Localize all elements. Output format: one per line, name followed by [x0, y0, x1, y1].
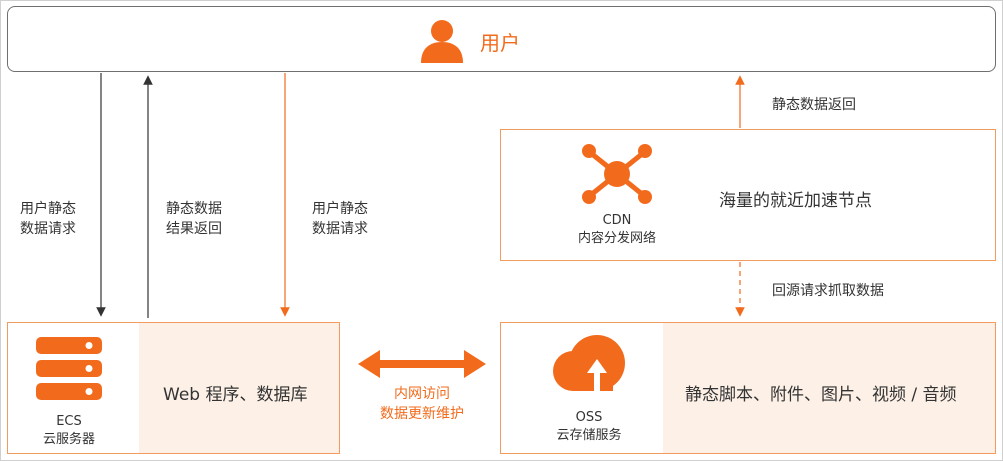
ecs-caption: ECS 云服务器 [8, 413, 130, 449]
person-icon [421, 20, 463, 63]
cdn-box: CDN 内容分发网络 海量的就近加速节点 [500, 129, 996, 261]
origin-fetch-label: 回源请求抓取数据 [772, 283, 884, 299]
oss-caption: OSS 云存储服务 [529, 409, 649, 445]
cdn-name: CDN [602, 213, 632, 228]
network-nodes-icon [582, 144, 652, 204]
ecs-subtitle: 云服务器 [42, 432, 95, 447]
ecs-description: Web 程序、数据库 [163, 385, 308, 405]
ecs-request-label: 用户静态 数据请求 [20, 201, 76, 237]
oss-panel [663, 323, 995, 453]
intranet-double-arrow [358, 350, 486, 378]
ecs-return-label: 静态数据 结果返回 [166, 201, 222, 237]
ecs-panel [139, 323, 339, 453]
server-stack-icon [36, 337, 102, 400]
oss-box: OSS 云存储服务 静态脚本、附件、图片、视频 / 音频 [500, 322, 996, 454]
intranet-label: 内网访问 数据更新维护 [380, 386, 464, 422]
cdn-description: 海量的就近加速节点 [719, 191, 872, 211]
oss-request-label: 用户静态 数据请求 [312, 201, 368, 237]
oss-subtitle: 云存储服务 [556, 428, 622, 443]
ecs-name: ECS [56, 414, 82, 429]
user-label: 用户 [480, 31, 520, 55]
oss-name: OSS [575, 410, 603, 425]
cdn-subtitle: 内容分发网络 [577, 231, 656, 246]
user-panel: 用户 [7, 6, 996, 72]
oss-description: 静态脚本、附件、图片、视频 / 音频 [685, 385, 957, 405]
cdn-return-label: 静态数据返回 [772, 97, 856, 113]
cloud-upload-icon [553, 335, 625, 391]
cdn-caption: CDN 内容分发网络 [557, 212, 677, 248]
ecs-box: ECS 云服务器 Web 程序、数据库 [7, 322, 340, 454]
